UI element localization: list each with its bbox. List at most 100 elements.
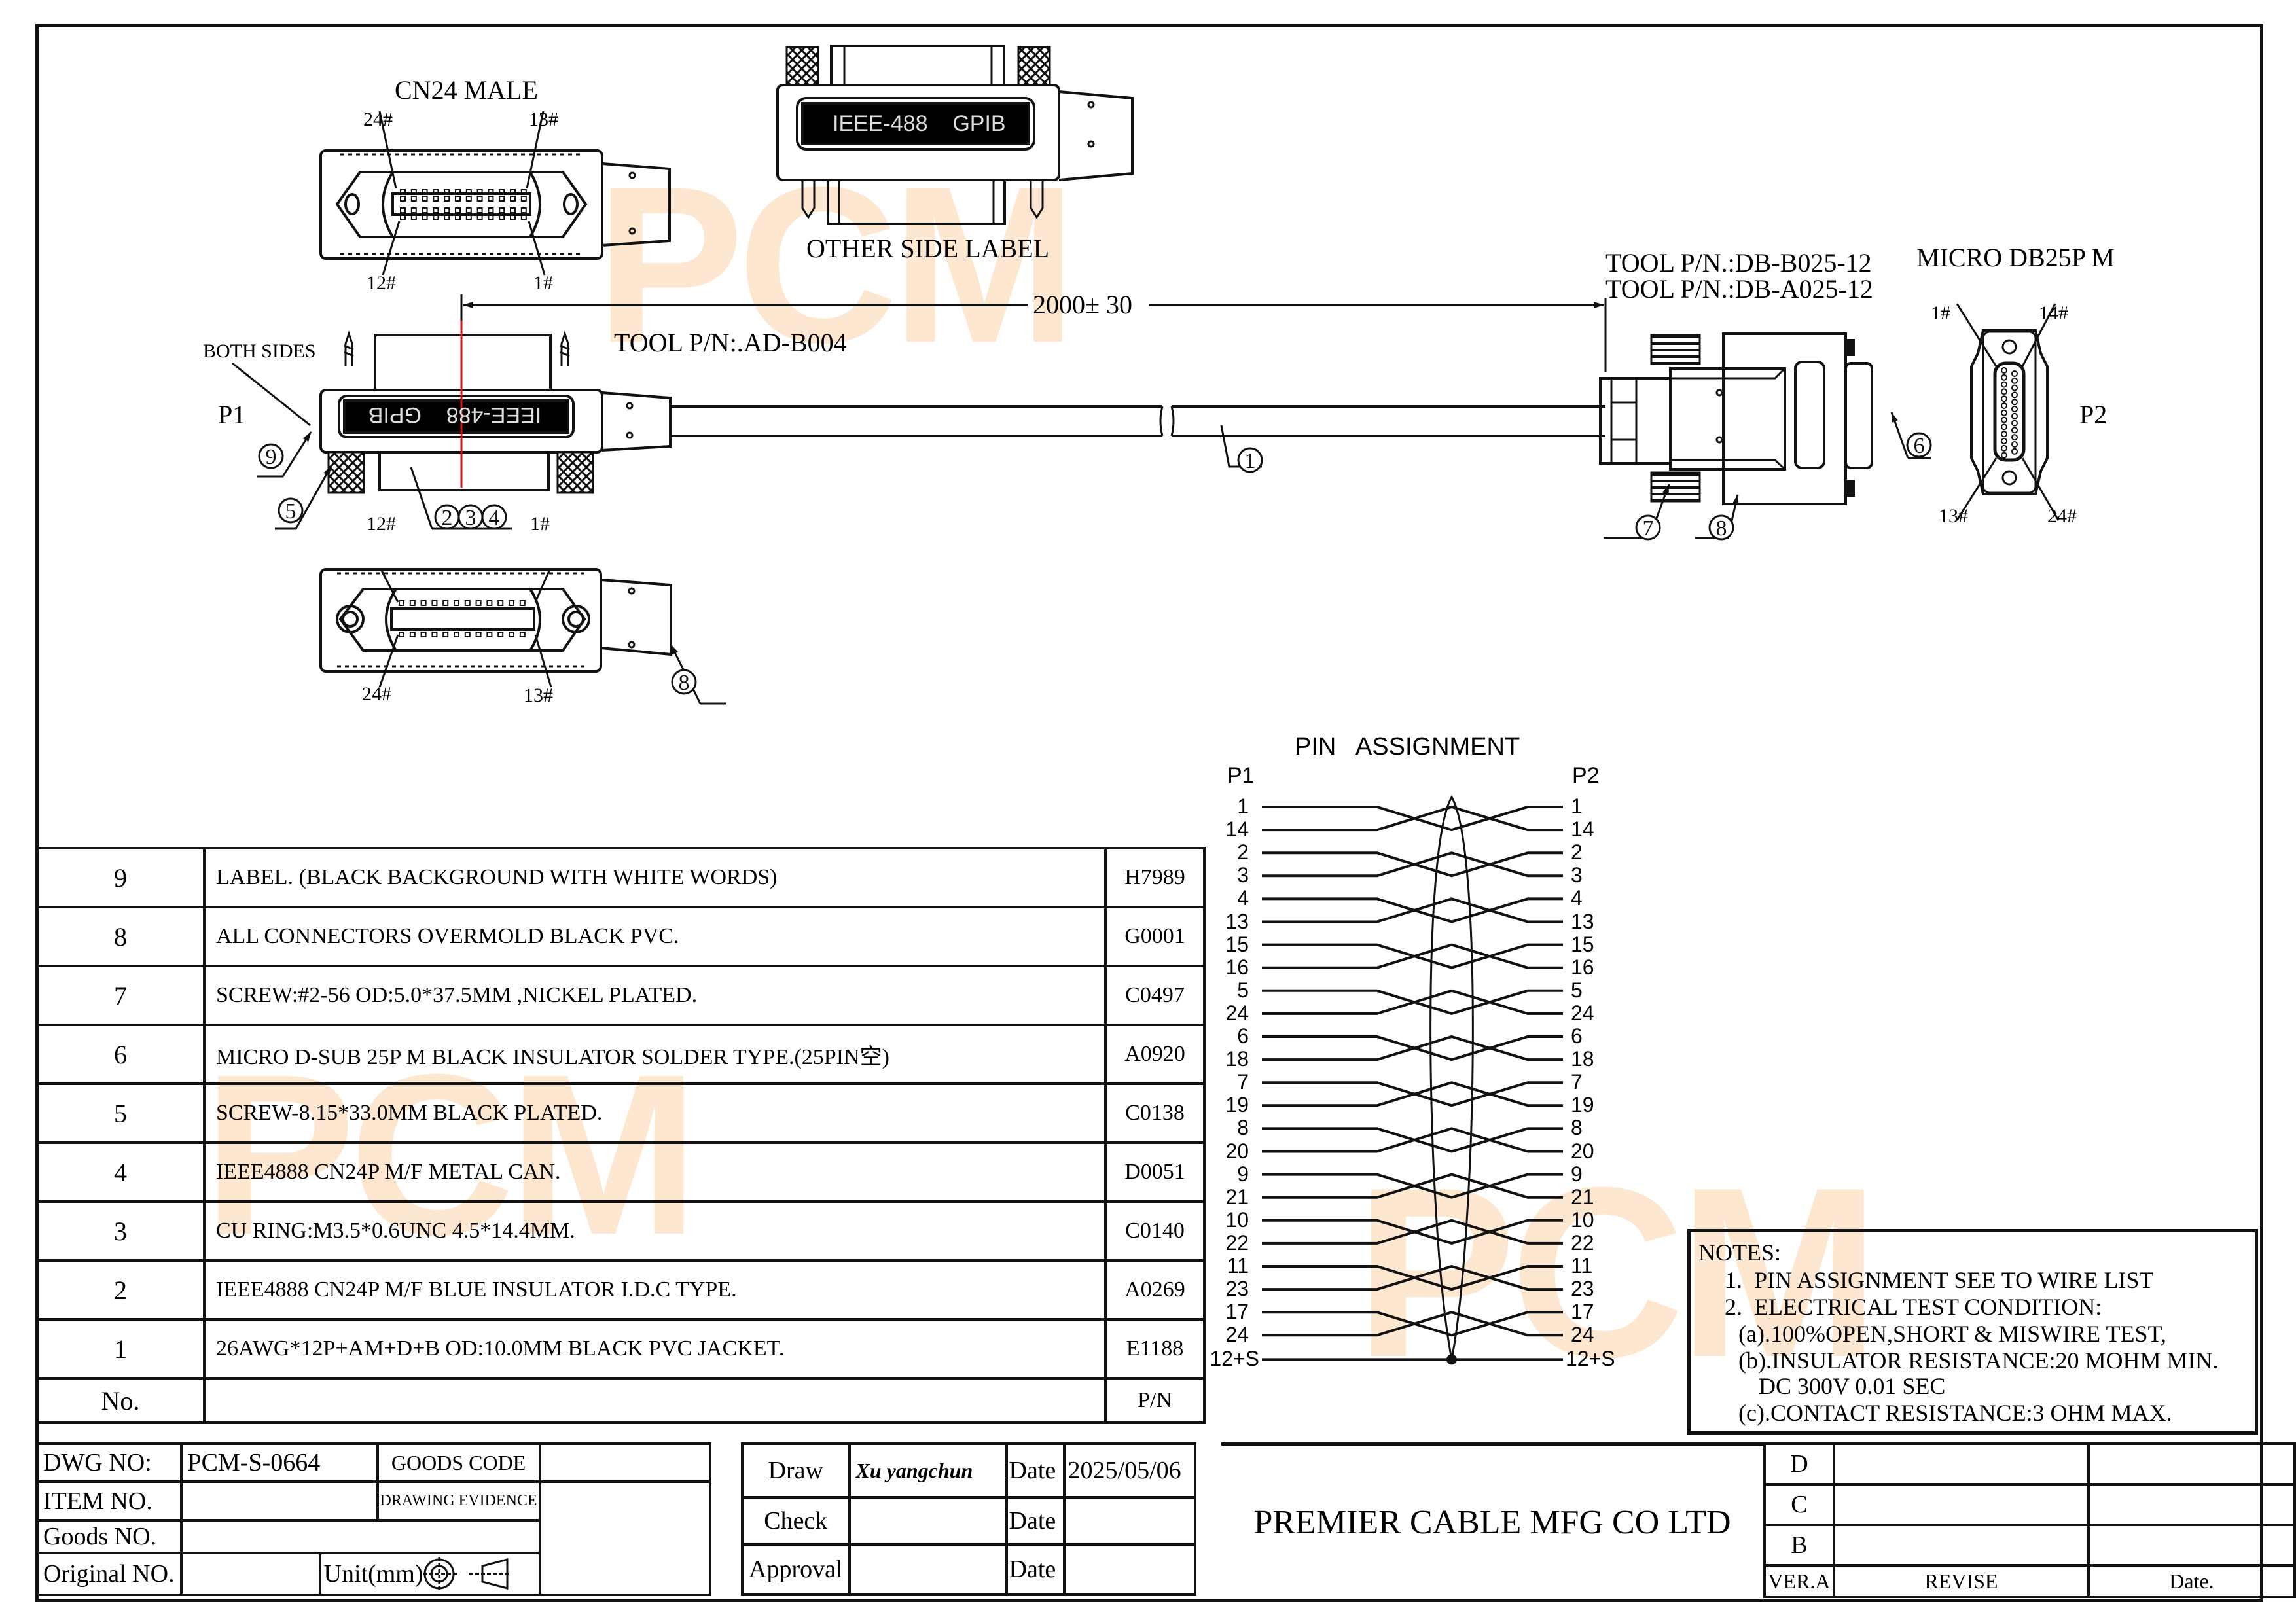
pin-label-p2: 13 xyxy=(1571,909,1594,933)
pin-label-p1: 7 xyxy=(1237,1070,1249,1094)
cn24-pin xyxy=(519,600,526,606)
drawing-evidence-label: DRAWING EVIDENCE xyxy=(376,1480,541,1522)
note-line: (c).CONTACT RESISTANCE:3 OHM MAX. xyxy=(1738,1400,2172,1426)
revision-revise xyxy=(1832,1442,2090,1486)
db25-pin xyxy=(2001,409,2007,416)
svg-text:9: 9 xyxy=(266,445,277,469)
p2-pin-bl: 13# xyxy=(1939,505,1968,527)
p1-designator: P1 xyxy=(218,400,246,429)
p2-tool-pn-2: TOOL P/N.:DB-A025-12 xyxy=(1605,274,1873,304)
revision-date xyxy=(2087,1524,2296,1567)
cn24-pin xyxy=(422,214,428,220)
cn24-pin xyxy=(431,632,438,637)
pin-label-p2: 19 xyxy=(1571,1093,1594,1117)
bom-header-no: No. xyxy=(35,1377,206,1424)
cn24-pin xyxy=(476,189,483,195)
db25-pin xyxy=(2001,388,2007,395)
cn24-pin xyxy=(497,632,504,637)
draw-label: Draw xyxy=(741,1442,851,1499)
pin-label-p1: 20 xyxy=(1225,1139,1249,1163)
cn24-pin xyxy=(509,600,514,606)
revision-header-date: Date. xyxy=(2087,1564,2296,1598)
cn24-pin xyxy=(399,600,404,606)
approval-date-value xyxy=(1062,1543,1196,1596)
db25-pin xyxy=(2001,438,2007,444)
cn24-pin xyxy=(422,207,428,213)
db25-pin xyxy=(2011,399,2018,406)
pin-label-p2: 17 xyxy=(1571,1300,1594,1324)
pin-label-p2: 3 xyxy=(1571,863,1583,887)
db25-pin xyxy=(2011,412,2018,419)
approval-date-label: Date xyxy=(1005,1543,1066,1596)
db25-pin xyxy=(2011,370,2018,377)
approval-signature xyxy=(848,1543,1008,1596)
cn24-pin xyxy=(410,189,417,195)
pin-label-p1: 23 xyxy=(1225,1277,1249,1301)
p1-bottom-pin-tr: 1# xyxy=(530,513,550,535)
original-no-label: Original NO. xyxy=(35,1552,183,1596)
revision-date xyxy=(2087,1442,2296,1486)
pin-label-p2: 23 xyxy=(1571,1277,1594,1301)
original-no-unit-cell: Unit(mm) xyxy=(179,1552,541,1596)
cn24-pin xyxy=(510,189,516,195)
cn24-pin xyxy=(442,600,449,606)
cn24-pin xyxy=(520,189,527,195)
draw-signature: Xu yangchun xyxy=(848,1442,1008,1499)
wire-pair-a xyxy=(1262,1265,1563,1291)
cn24-pin xyxy=(444,196,450,202)
bom-no: 8 xyxy=(35,906,206,967)
balloon-3: 3 xyxy=(457,504,484,530)
pin-label-p1: 15 xyxy=(1225,932,1249,956)
pin-label-p1: 21 xyxy=(1225,1185,1249,1209)
pin-label-p1: 8 xyxy=(1237,1116,1249,1140)
pin-label-p2: 14 xyxy=(1571,817,1594,842)
revision-row: D xyxy=(1763,1442,2296,1486)
db25-pin xyxy=(2001,423,2007,431)
bom-pn: A0269 xyxy=(1104,1259,1206,1321)
pin-label-p1: 4 xyxy=(1237,886,1249,910)
svg-text:4: 4 xyxy=(489,506,500,530)
cn24-pin xyxy=(420,632,427,637)
bom-pn: A0920 xyxy=(1104,1024,1206,1085)
db25-pin xyxy=(2001,374,2007,381)
pin-label-p1: 1 xyxy=(1237,794,1249,818)
wire-pair-b xyxy=(1262,1219,1563,1245)
cn24-pin-array xyxy=(399,189,527,637)
svg-text:6: 6 xyxy=(1914,434,1925,458)
goods-code-label: GOODS CODE xyxy=(376,1442,541,1483)
cn24-pin xyxy=(465,214,472,220)
revision-ver: B xyxy=(1763,1524,1835,1567)
draw-date-label: Date xyxy=(1005,1442,1066,1499)
cn24-pin xyxy=(519,632,526,637)
wire-pair-b xyxy=(1262,943,1563,969)
balloon-4: 4 xyxy=(481,504,507,530)
cn24-pin xyxy=(454,600,459,606)
wire-pair-a xyxy=(1262,943,1563,969)
p1-bottom-pin-bl: 24# xyxy=(362,683,391,705)
wire-pair-a xyxy=(1262,1081,1563,1107)
db25-pin xyxy=(2011,391,2018,399)
pin-label-p1: 6 xyxy=(1237,1024,1249,1048)
bom-desc: 26AWG*12P+AM+D+B OD:10.0MM BLACK PVC JAC… xyxy=(203,1318,1107,1380)
draw-date-value: 2025/05/06 xyxy=(1062,1442,1196,1499)
cn24-pin xyxy=(455,189,461,195)
pin-label-p2: 5 xyxy=(1571,978,1583,1002)
db25-face-view xyxy=(1956,303,2060,521)
pin-label-p2: 16 xyxy=(1571,955,1594,979)
pin-label-p2: 11 xyxy=(1571,1254,1593,1277)
wire-pair-a xyxy=(1262,989,1563,1015)
pin-label-p2: 8 xyxy=(1571,1116,1583,1140)
drawing-evidence-value xyxy=(538,1480,711,1596)
cn24-pin xyxy=(499,189,505,195)
pin-label-p1: 3 xyxy=(1237,863,1249,887)
balloon-9: 9 xyxy=(258,443,284,469)
pin-label-p2: 24 xyxy=(1571,1323,1594,1347)
pin-label-p1: 2 xyxy=(1237,840,1249,865)
